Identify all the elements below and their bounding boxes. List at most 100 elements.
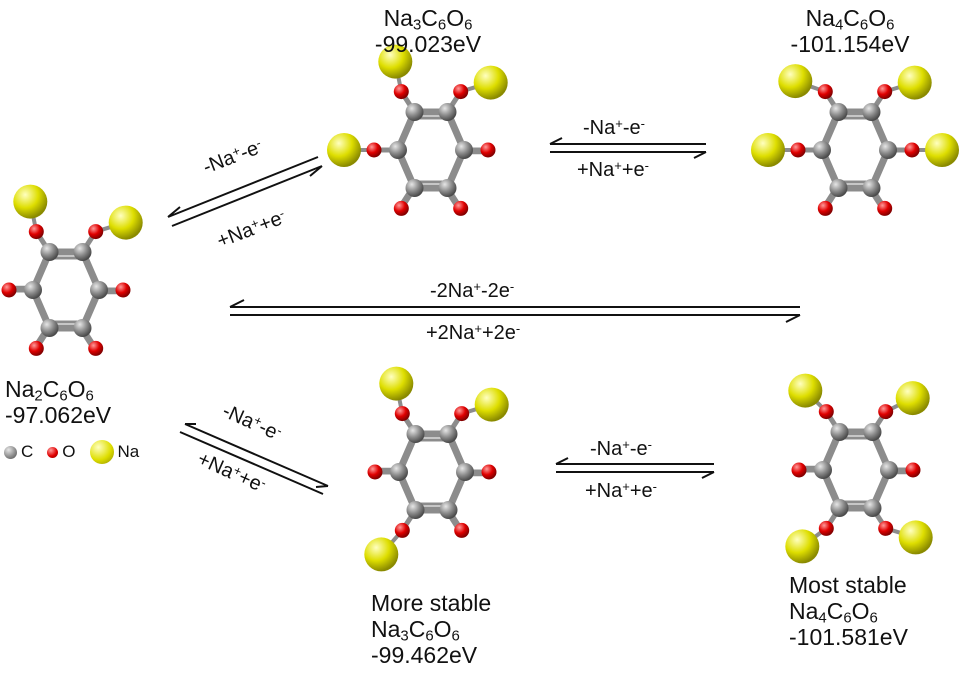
oxygen-atom	[453, 200, 469, 216]
legend-carbon-label: C	[21, 442, 34, 461]
oxygen-atom	[817, 200, 833, 216]
stability-caption: Most stable	[789, 572, 907, 598]
arrow-na3bottom-na4bottom	[555, 457, 715, 479]
oxygen-atom	[481, 464, 497, 480]
carbon-atom	[389, 141, 407, 159]
carbon-atom	[863, 423, 882, 441]
carbon-atom	[439, 501, 458, 519]
oxygen-atom	[394, 522, 410, 538]
oxygen-atom	[818, 404, 834, 420]
oxygen-atom	[28, 340, 44, 356]
carbon-atom	[863, 499, 882, 517]
formula: Na3C6O6	[383, 5, 473, 34]
carbon-atom	[814, 461, 832, 479]
sodium-atom	[925, 133, 959, 167]
oxygen-atom	[115, 282, 131, 298]
carbon-atom-icon	[4, 445, 17, 459]
oxygen-atom	[791, 462, 807, 478]
oxygen-atom	[88, 224, 104, 240]
sodium-atom	[785, 529, 820, 564]
oxygen-atom	[28, 224, 44, 240]
sodium-atom	[751, 133, 785, 167]
sodium-atom	[378, 44, 413, 79]
carbon-atom	[813, 141, 831, 159]
arrow-na3top-na4top	[549, 137, 707, 159]
arrow-na2-na4	[229, 299, 801, 323]
label-na4c6o6-bottom: Most stable Na4C6O6 -101.581eV	[789, 572, 908, 650]
carbon-atom	[830, 499, 849, 517]
oxygen-atom	[88, 340, 104, 356]
sodium-atom	[327, 133, 361, 167]
oxygen-atom	[453, 84, 469, 100]
carbon-atom	[24, 281, 42, 299]
arrows	[167, 137, 801, 495]
molecule-na2c6o6	[1, 184, 143, 356]
sodium-atom	[379, 366, 414, 401]
arrow-na2-to-na3top	[167, 156, 323, 227]
oxygen-atom	[454, 406, 470, 422]
oxygen-atom	[878, 520, 894, 536]
oxygen-atom	[878, 404, 894, 420]
carbon-atom	[438, 103, 457, 121]
reaction-label-double-reduction: +2Na++2e-	[426, 321, 521, 344]
oxygen-atom	[904, 142, 920, 158]
oxygen-atom	[1, 282, 17, 298]
carbon-atom	[456, 463, 474, 481]
formula: Na2C6O6	[5, 376, 94, 405]
carbon-atom	[73, 243, 92, 261]
molecule-na3c6o6-top	[327, 44, 508, 216]
oxygen-atom	[817, 84, 833, 100]
carbon-atom	[862, 103, 881, 121]
legend-oxygen-label: O	[62, 442, 76, 461]
sodium-atom	[788, 373, 823, 408]
carbon-atom	[439, 425, 458, 443]
reaction-label-oxidation: -Na+-e-	[590, 437, 652, 460]
label-na4c6o6-top: Na4C6O6 -101.154eV	[775, 5, 925, 57]
molecule-na4c6o6-top	[751, 64, 959, 216]
carbon-atom	[40, 319, 59, 337]
label-na3c6o6-top: Na3C6O6 -99.023eV	[363, 5, 493, 57]
carbon-atom	[829, 103, 848, 121]
oxygen-atom	[790, 142, 806, 158]
sodium-atom	[474, 387, 509, 422]
stability-caption: More stable	[371, 590, 492, 616]
carbon-atom	[405, 179, 424, 197]
sodium-atom-icon	[89, 440, 114, 464]
sodium-atom	[895, 381, 930, 416]
legend-sodium-label: Na	[117, 442, 140, 461]
oxygen-atom	[877, 84, 893, 100]
sodium-atom	[897, 65, 932, 100]
energy-value: -99.023eV	[374, 31, 482, 57]
energy-value: -99.462eV	[371, 642, 478, 668]
energy-value: -101.581eV	[789, 624, 908, 650]
carbon-atom	[390, 463, 408, 481]
arrow-na2-to-na3bottom	[179, 423, 329, 495]
reaction-label-oxidation: -Na+-e-	[583, 116, 645, 139]
oxygen-atom	[393, 84, 409, 100]
sodium-atom	[473, 65, 508, 100]
carbon-atom	[880, 461, 898, 479]
sodium-atom	[898, 520, 933, 555]
molecule-na3c6o6-bottom	[364, 366, 509, 572]
reaction-label-reduction: +Na++e-	[585, 479, 657, 502]
label-na3c6o6-bottom: More stable Na3C6O6 -99.462eV	[371, 590, 491, 668]
oxygen-atom	[367, 464, 383, 480]
atom-legend: C O Na	[4, 440, 139, 464]
carbon-atom	[830, 423, 849, 441]
carbon-atom	[90, 281, 108, 299]
oxygen-atom	[366, 142, 382, 158]
oxygen-atom	[480, 142, 496, 158]
carbon-atom	[406, 425, 425, 443]
carbon-atom	[406, 501, 425, 519]
carbon-atom	[73, 319, 92, 337]
oxygen-atom	[905, 462, 921, 478]
molecule-na4c6o6-bottom	[785, 373, 933, 564]
energy-value: -101.154eV	[790, 31, 910, 57]
sodium-atom	[778, 64, 813, 99]
formula: Na4C6O6	[805, 5, 895, 34]
label-na2c6o6: Na2C6O6 -97.062eV	[5, 376, 111, 428]
energy-value: -97.062eV	[5, 402, 112, 428]
carbon-atom	[829, 179, 848, 197]
oxygen-atom	[818, 520, 834, 536]
